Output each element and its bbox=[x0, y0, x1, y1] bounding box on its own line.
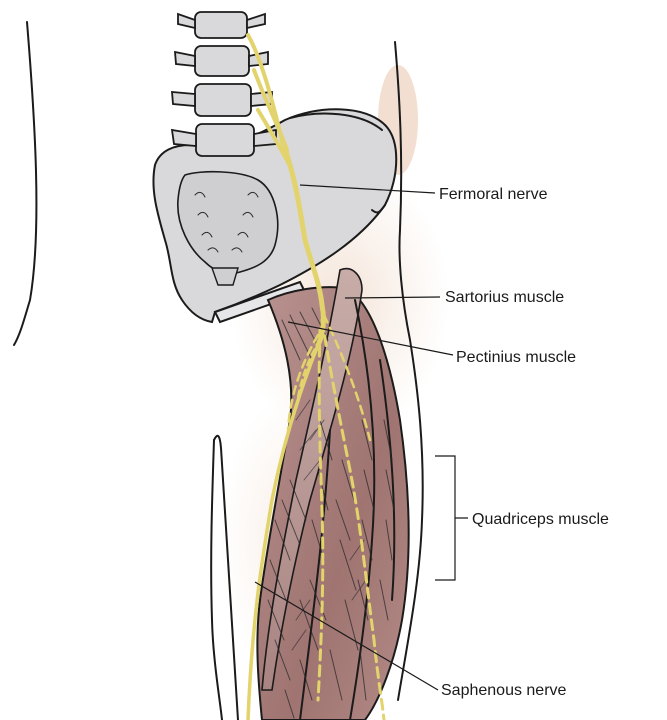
label-saphenous-nerve: Saphenous nerve bbox=[441, 682, 567, 699]
transverse-process bbox=[247, 14, 265, 28]
vertebra bbox=[195, 12, 247, 38]
vertebra bbox=[195, 84, 251, 116]
label-pectineus-muscle: Pectinius muscle bbox=[456, 349, 576, 366]
label-quadriceps-muscle: Quadriceps muscle bbox=[472, 511, 609, 528]
vertebra bbox=[195, 46, 249, 76]
torso-left-outline bbox=[14, 22, 36, 345]
vertebra bbox=[196, 124, 254, 156]
label-femoral-nerve: Fermoral nerve bbox=[439, 186, 548, 203]
inner-leg-outline bbox=[211, 440, 222, 720]
transverse-process bbox=[178, 14, 195, 28]
quadriceps-bracket bbox=[435, 456, 468, 580]
label-sartorius-muscle: Sartorius muscle bbox=[445, 289, 564, 306]
transverse-process bbox=[175, 52, 195, 66]
transverse-process bbox=[172, 92, 195, 106]
transverse-process bbox=[172, 130, 196, 146]
